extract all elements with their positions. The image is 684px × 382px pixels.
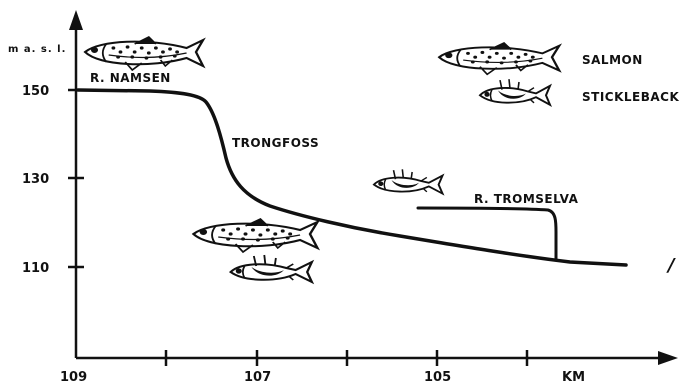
salmon-fish-icon bbox=[85, 37, 203, 70]
y-axis-unit-label: m a. s. l. bbox=[8, 44, 66, 55]
y-tick-label-150: 150 bbox=[22, 84, 49, 99]
trongfoss-label: TRONGFOSS bbox=[232, 136, 319, 150]
stickleback-fish-icon bbox=[480, 79, 550, 105]
salmon-fish-icon bbox=[193, 219, 317, 252]
stickleback-fish-icon bbox=[231, 255, 312, 282]
edge-mark: / bbox=[666, 255, 676, 276]
x-tick-label-109: 109 bbox=[60, 370, 87, 382]
x-axis-arrowhead bbox=[658, 351, 678, 365]
legend-stickleback-label: STICKLEBACK bbox=[582, 90, 679, 104]
river-tromselva-profile bbox=[418, 208, 556, 260]
x-tick-label-107: 107 bbox=[244, 370, 271, 382]
x-tick-label-105: 105 bbox=[424, 370, 451, 382]
y-axis bbox=[68, 10, 84, 358]
y-tick-label-110: 110 bbox=[22, 261, 49, 276]
salmon-fish-icon bbox=[439, 43, 559, 74]
y-tick-label-130: 130 bbox=[22, 172, 49, 187]
legend-salmon-label: SALMON bbox=[582, 53, 643, 67]
x-axis bbox=[76, 350, 678, 366]
river-tromselva-label: R. TROMSELVA bbox=[474, 192, 579, 206]
river-namsen-label: R. NAMSEN bbox=[90, 71, 171, 85]
x-axis-unit-label: KM bbox=[562, 370, 585, 382]
stickleback-fish-icon bbox=[374, 169, 443, 193]
y-axis-arrowhead bbox=[69, 10, 83, 30]
river-namsen-profile bbox=[78, 90, 626, 265]
